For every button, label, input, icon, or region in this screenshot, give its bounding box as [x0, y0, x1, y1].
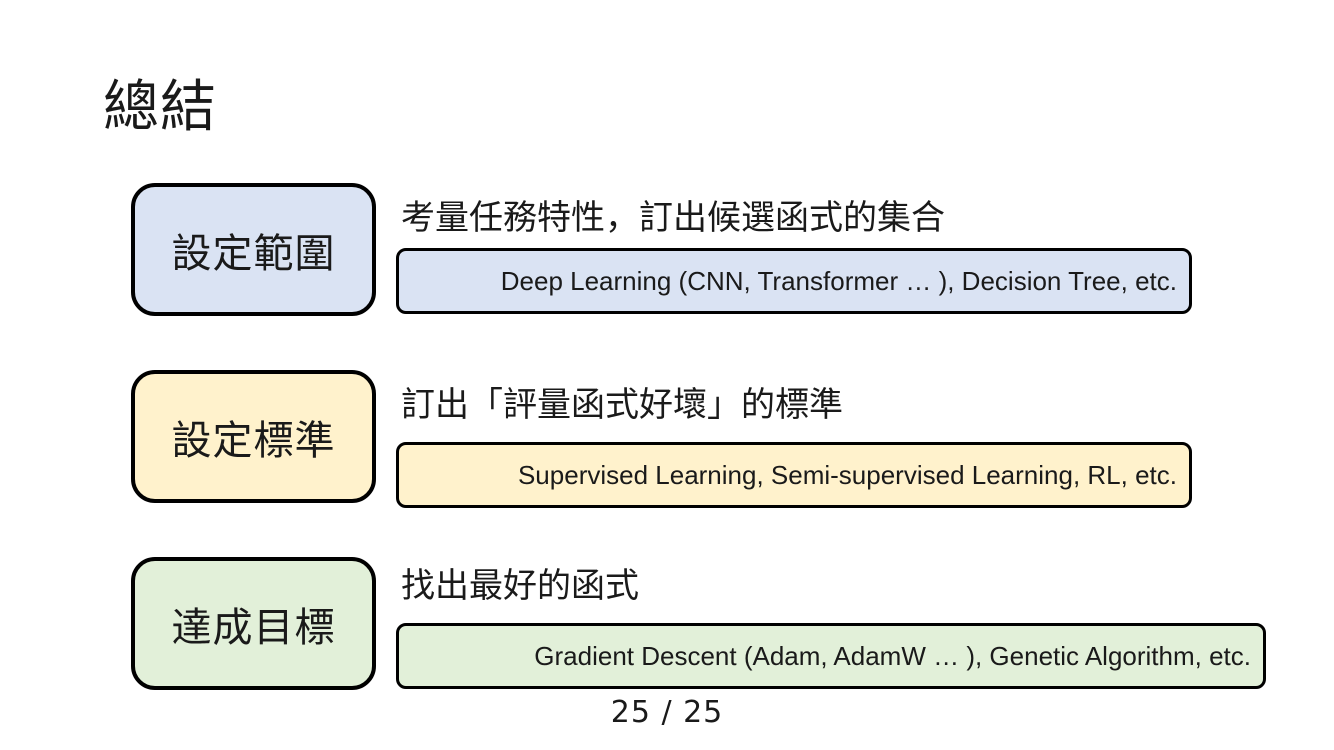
slide-title: 總結	[103, 75, 217, 140]
row-label-scope: 設定範圍	[131, 183, 376, 316]
row-description-scope: 考量任務特性，訂出候選函式的集合	[401, 198, 945, 238]
row-description-goal: 找出最好的函式	[401, 566, 639, 606]
row-label-criteria: 設定標準	[131, 370, 376, 503]
row-example-criteria: Supervised Learning, Semi-supervised Lea…	[396, 442, 1192, 508]
row-example-goal-text: Gradient Descent (Adam, AdamW … ), Genet…	[534, 640, 1251, 671]
page-number: 25 / 25	[610, 695, 724, 730]
row-example-goal: Gradient Descent (Adam, AdamW … ), Genet…	[396, 623, 1266, 689]
row-label-goal: 達成目標	[131, 557, 376, 690]
row-example-criteria-text: Supervised Learning, Semi-supervised Lea…	[517, 459, 1177, 490]
row-example-scope-text: Deep Learning (CNN, Transformer … ), Dec…	[500, 265, 1177, 296]
row-example-scope: Deep Learning (CNN, Transformer … ), Dec…	[396, 248, 1192, 314]
row-description-criteria: 訂出「評量函式好壞」的標準	[401, 385, 843, 425]
